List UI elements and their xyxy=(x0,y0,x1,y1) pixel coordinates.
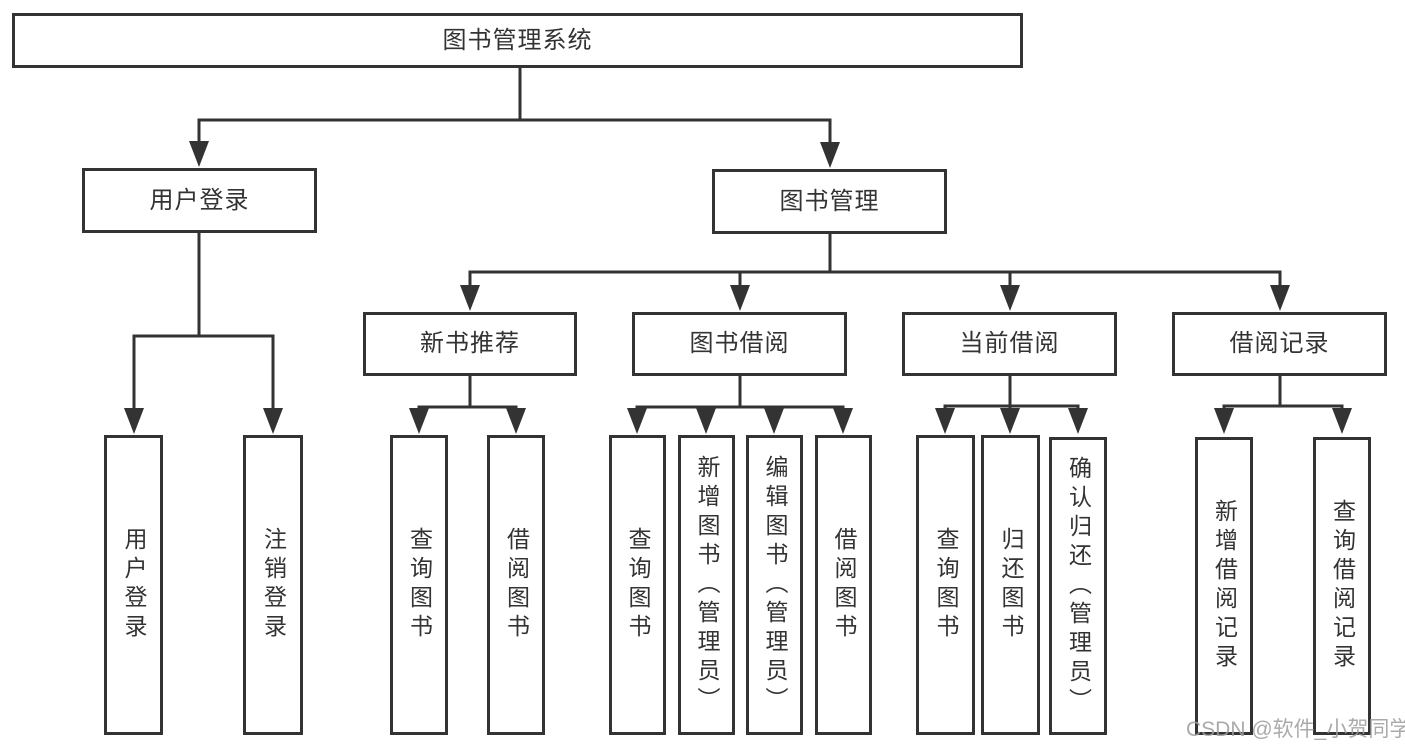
arrowheads xyxy=(124,141,1352,434)
node-newrec-query-books-label: 查询图书 xyxy=(406,527,433,643)
node-book-management-system: 图书管理系统 xyxy=(12,13,1023,68)
node-logout-action-label: 注销登录 xyxy=(260,527,287,643)
connector-root-to-level2 xyxy=(197,68,832,146)
node-borrowing-borrow-books-label: 借阅图书 xyxy=(831,527,857,643)
node-newrec-borrow-books: 借阅图书 xyxy=(487,435,545,735)
node-current-confirm-return-label: 确认归还（管理员） xyxy=(1065,455,1092,717)
node-user-login: 用户登录 xyxy=(82,168,317,233)
connector-new-book-recommend-split xyxy=(417,376,518,413)
watermark: CSDN @软件_小贺同学 xyxy=(1186,718,1405,741)
node-new-book-recommend: 新书推荐 xyxy=(363,312,577,376)
node-newrec-borrow-books-label: 借阅图书 xyxy=(503,527,530,643)
node-newrec-query-books: 查询图书 xyxy=(390,435,448,735)
node-book-borrowing: 图书借阅 xyxy=(632,312,847,376)
node-records-add-record-label: 新增借阅记录 xyxy=(1211,499,1238,673)
node-borrowing-add-books-label: 新增图书（管理员） xyxy=(694,454,720,716)
node-borrowing-query-books: 查询图书 xyxy=(609,435,666,735)
node-records-add-record: 新增借阅记录 xyxy=(1195,437,1253,735)
node-user-login-action-label: 用户登录 xyxy=(121,527,147,643)
node-borrowing-edit-books-label: 编辑图书（管理员） xyxy=(762,454,788,716)
connector-borrowing-records-split xyxy=(1222,376,1344,413)
node-current-return-books-label: 归还图书 xyxy=(998,527,1024,643)
node-current-query-books-label: 查询图书 xyxy=(933,527,959,643)
node-borrowing-add-books: 新增图书（管理员） xyxy=(678,435,735,735)
connector-user-login-split xyxy=(132,233,275,412)
node-records-query-record-label: 查询借阅记录 xyxy=(1329,499,1356,673)
node-logout-action: 注销登录 xyxy=(243,435,303,735)
node-borrowing-edit-books: 编辑图书（管理员） xyxy=(746,435,803,735)
node-user-login-action: 用户登录 xyxy=(104,435,163,735)
node-book-management: 图书管理 xyxy=(712,169,947,234)
node-borrowing-query-books-label: 查询图书 xyxy=(625,527,651,643)
node-borrowing-borrow-books: 借阅图书 xyxy=(815,435,872,735)
connector-current-borrowing-split xyxy=(943,376,1080,413)
connector-book-borrowing-split xyxy=(635,376,845,413)
node-current-return-books: 归还图书 xyxy=(981,435,1040,735)
connector-book-management-split xyxy=(468,234,1282,290)
node-current-confirm-return: 确认归还（管理员） xyxy=(1049,437,1107,735)
node-current-query-books: 查询图书 xyxy=(916,435,975,735)
node-borrowing-records: 借阅记录 xyxy=(1172,312,1387,376)
node-current-borrowing: 当前借阅 xyxy=(902,312,1117,376)
node-records-query-record: 查询借阅记录 xyxy=(1313,437,1371,735)
